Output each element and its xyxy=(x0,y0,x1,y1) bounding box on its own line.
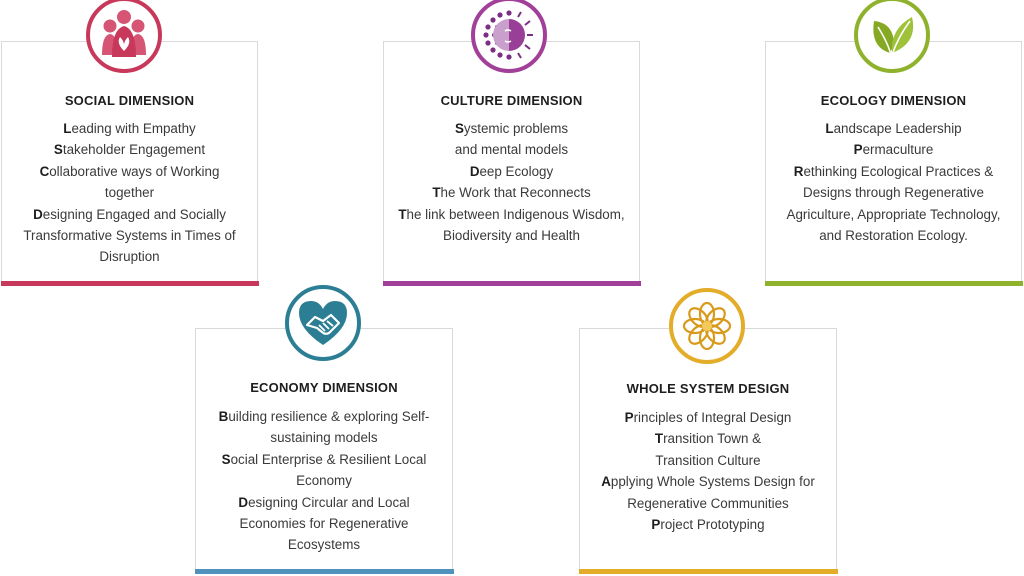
card-social-dimension: SOCIAL DIMENSION Leading with Empathy St… xyxy=(0,41,259,286)
culture-badge xyxy=(471,0,547,73)
card-culture-dimension: CULTURE DIMENSION Systemic problems and … xyxy=(382,41,641,286)
card-title: ECOLOGY DIMENSION xyxy=(820,93,967,108)
accent-bar xyxy=(764,280,1023,286)
list-item: Designing Engaged and Socially Transform… xyxy=(23,206,236,265)
card-title: SOCIAL DIMENSION xyxy=(64,93,195,108)
people-family-icon xyxy=(102,10,146,57)
leaves-icon xyxy=(873,17,914,56)
card-title: CULTURE DIMENSION xyxy=(440,93,583,108)
card-list: Leading with Empathy Stakeholder Engagem… xyxy=(8,118,251,268)
list-item: Social Enterprise & Resilient Local Econ… xyxy=(221,451,427,489)
list-item: Systemic problems and mental models xyxy=(454,121,569,158)
list-item: Stakeholder Engagement xyxy=(53,142,206,158)
card-title: WHOLE SYSTEM DESIGN xyxy=(626,381,790,396)
economy-badge xyxy=(285,285,361,361)
card-ecology-dimension: ECOLOGY DIMENSION Landscape Leadership P… xyxy=(764,41,1023,286)
list-item: The link between Indigenous Wisdom, Biod… xyxy=(398,206,625,244)
list-item: Collaborative ways of Working together xyxy=(39,163,220,201)
card-whole-system-design: WHOLE SYSTEM DESIGN Principles of Integr… xyxy=(578,328,838,574)
card-list: Building resilience & exploring Self-sus… xyxy=(202,406,446,556)
list-item: Designing Circular and Local Economies f… xyxy=(238,494,410,553)
list-item: The Work that Reconnects xyxy=(432,185,591,201)
mandala-flower-icon xyxy=(682,301,732,351)
list-item: Principles of Integral Design xyxy=(624,410,792,425)
card-economy-dimension: ECONOMY DIMENSION Building resilience & … xyxy=(194,328,454,574)
ecology-badge xyxy=(854,0,930,73)
list-item: Transition Town & Transition Culture xyxy=(654,431,762,468)
card-list: Systemic problems and mental models Deep… xyxy=(390,118,633,246)
list-item: Rethinking Ecological Practices & Design… xyxy=(786,163,1001,244)
list-item: Building resilience & exploring Self-sus… xyxy=(218,409,430,446)
accent-bar xyxy=(0,280,259,286)
list-item: Applying Whole Systems Design for Regene… xyxy=(601,474,815,511)
card-title: ECONOMY DIMENSION xyxy=(250,380,398,395)
list-item: Landscape Leadership xyxy=(825,121,962,136)
social-badge xyxy=(86,0,162,73)
accent-bar xyxy=(578,568,838,574)
list-item: Permaculture xyxy=(853,142,934,158)
card-list: Landscape Leadership Permaculture Rethin… xyxy=(772,118,1015,246)
list-item: Leading with Empathy xyxy=(63,121,196,136)
accent-bar xyxy=(382,280,641,286)
accent-bar xyxy=(194,568,454,574)
heart-handshake-icon xyxy=(299,301,347,345)
whole-system-badge xyxy=(669,288,745,364)
list-item: Deep Ecology xyxy=(469,163,554,179)
sun-face-icon xyxy=(483,10,533,60)
card-list: Principles of Integral Design Transition… xyxy=(586,407,830,535)
list-item: Project Prototyping xyxy=(651,517,765,533)
